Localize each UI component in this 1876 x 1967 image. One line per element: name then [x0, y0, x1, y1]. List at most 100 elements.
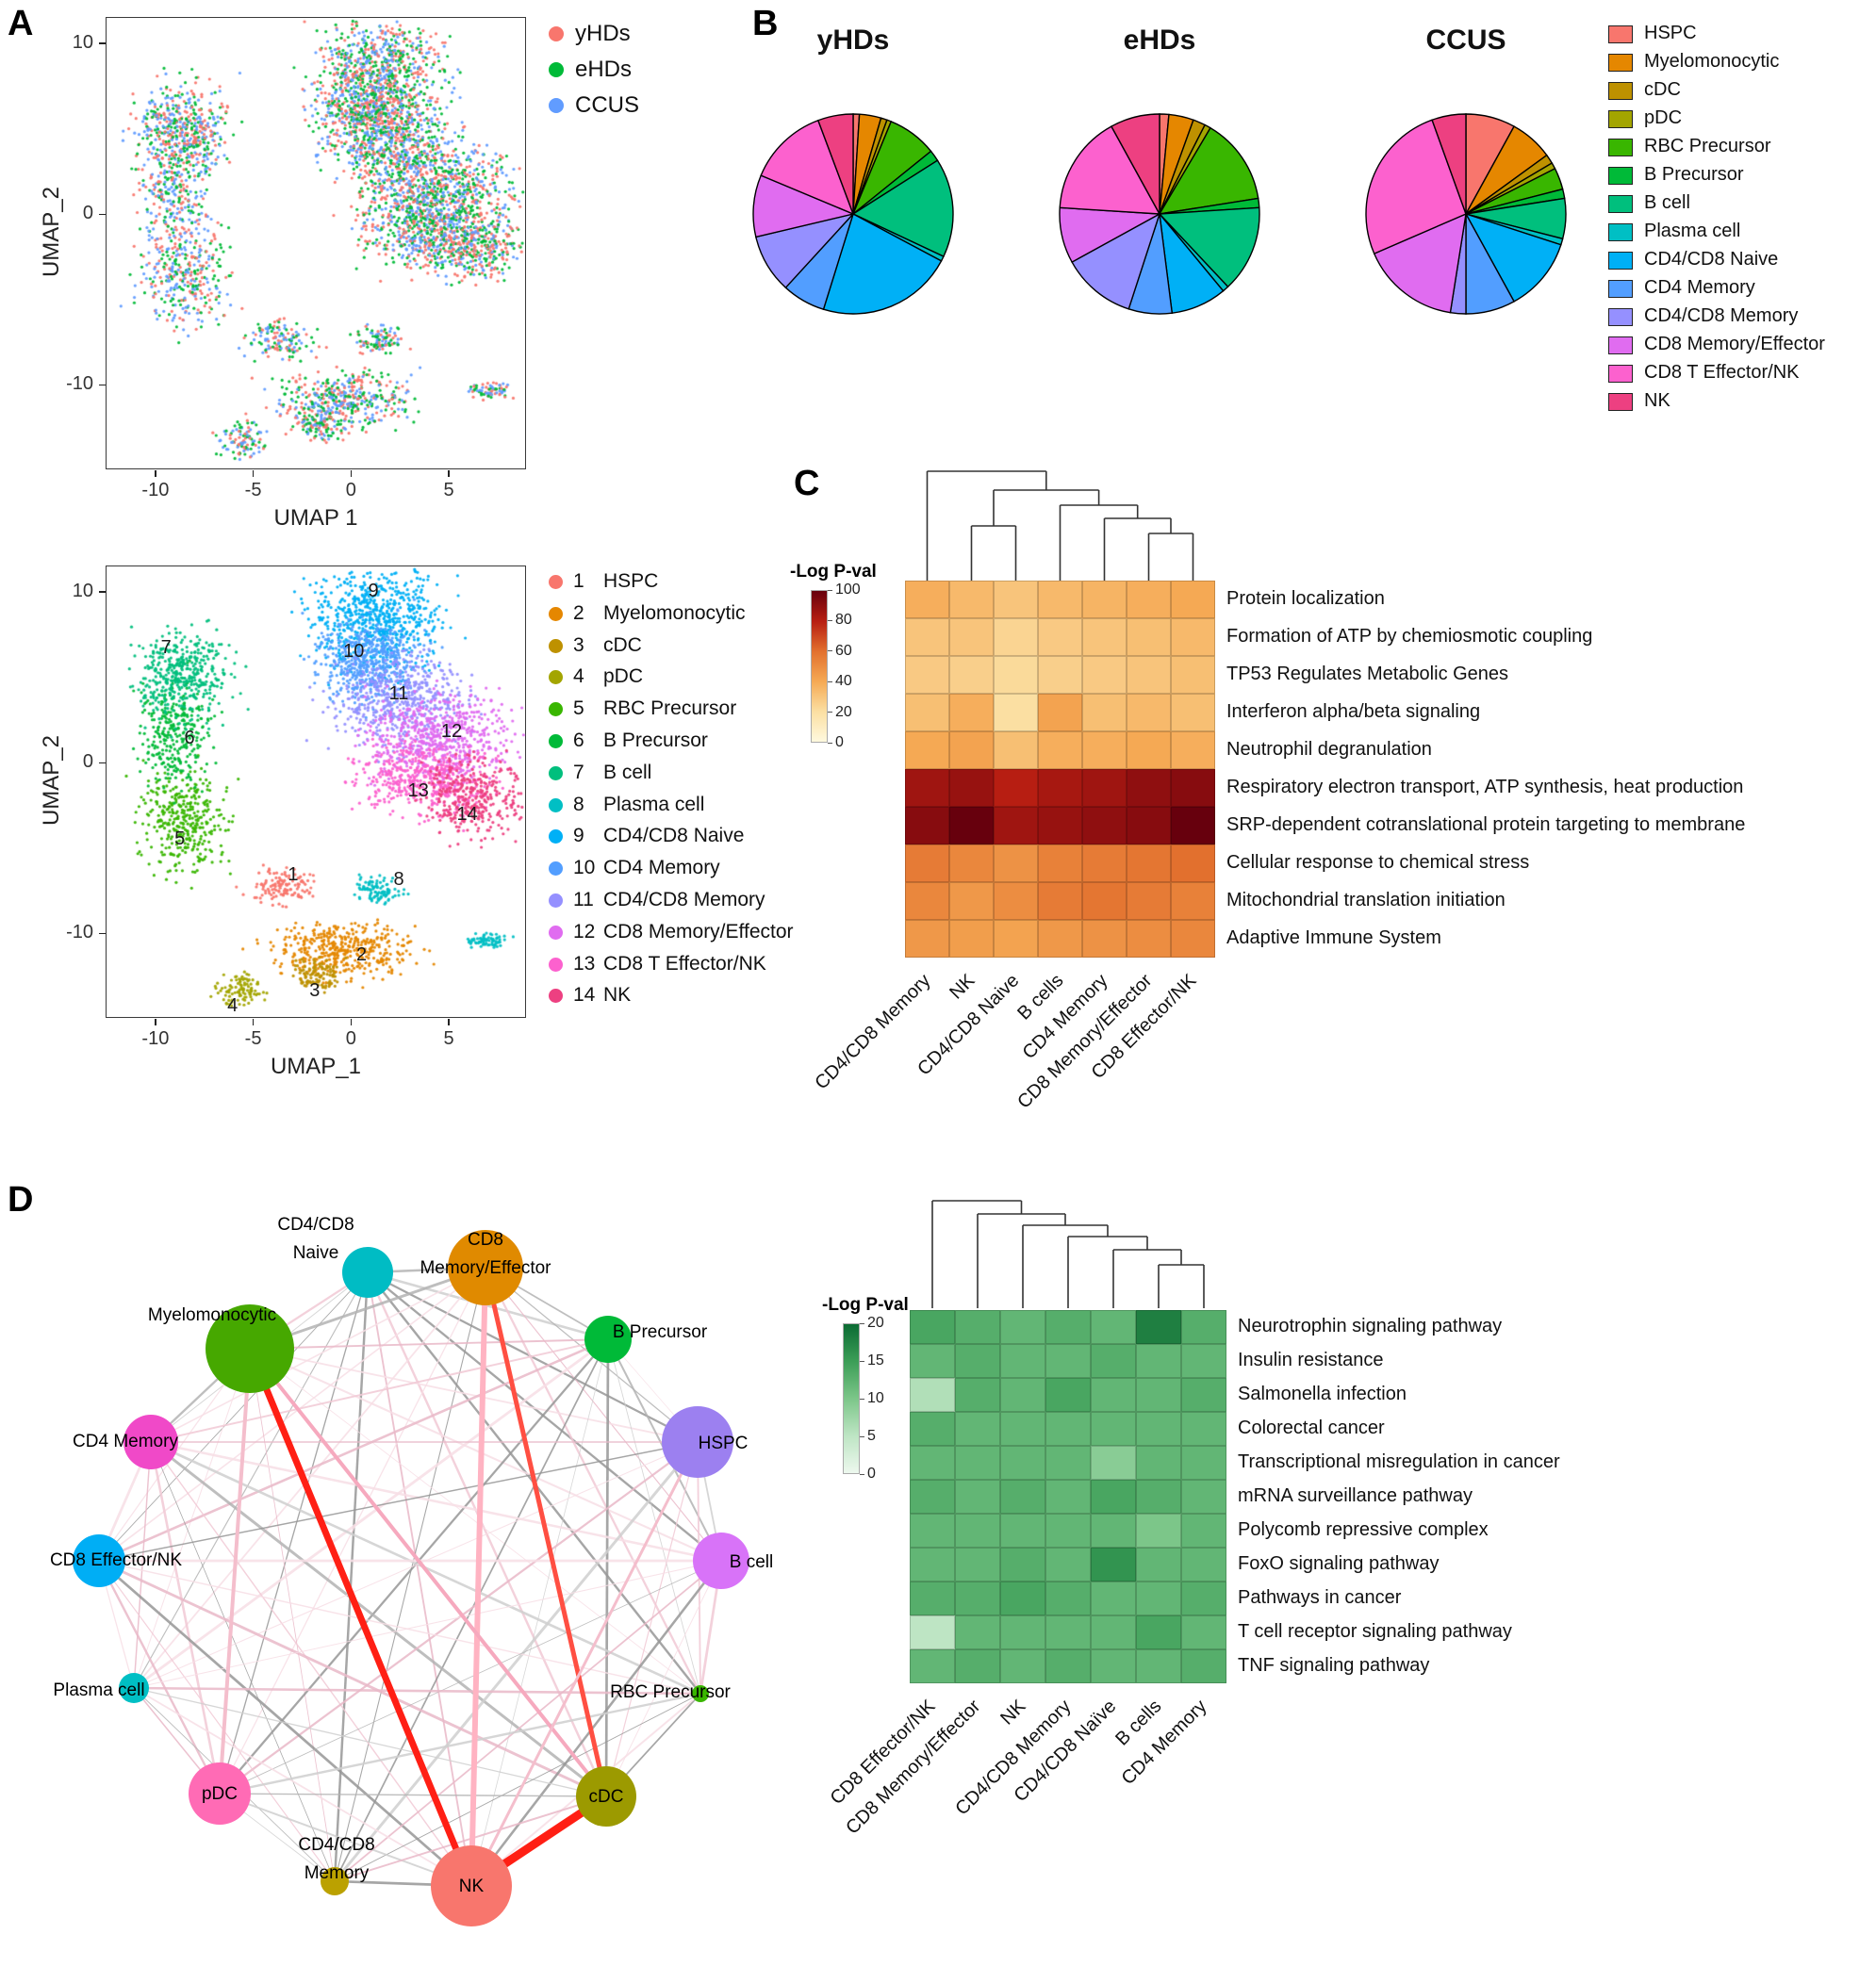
legend-cluster-dot-8	[549, 797, 563, 812]
heatmap-cell	[1181, 1649, 1226, 1683]
legend-cluster-num: 9	[573, 825, 584, 847]
network-edge	[133, 1687, 472, 1887]
network-node-label-CD4/CD8 Naive: CD4/CD8Naive	[174, 1211, 457, 1268]
scale-tick-mark	[860, 1398, 864, 1400]
network-node-label-CD4/CD8 Memory: CD4/CD8Memory	[195, 1831, 478, 1888]
heatmap-cell	[1127, 844, 1171, 882]
network-edge	[470, 1338, 609, 1887]
heatmap-cell	[1127, 731, 1171, 769]
network-edge	[334, 1267, 486, 1882]
network-edge	[98, 1271, 369, 1562]
heatmap-cell	[1045, 1548, 1091, 1582]
legend-cluster-dot-5	[549, 702, 563, 717]
heatmap-cell	[905, 731, 949, 769]
heatmap-cell	[994, 844, 1038, 882]
heatmap-c-dendrogram	[926, 470, 1194, 581]
heatmap-cell	[955, 1514, 1000, 1548]
panel-d-label: D	[8, 1180, 34, 1220]
network-node-CD8 Memory/Effector	[448, 1230, 523, 1305]
heatmap-cell	[1000, 1548, 1045, 1582]
network-edge	[249, 1348, 336, 1882]
network-edge	[484, 1267, 702, 1695]
legend-cluster-label: B Precursor	[603, 729, 708, 751]
pie-slice-CD4/CD8 Naive	[822, 212, 943, 315]
legend-celltype-swatch-B cell	[1608, 195, 1633, 213]
x-tick-mark	[155, 1019, 156, 1025]
pie-slice-NK	[1110, 113, 1160, 215]
x-tick-mark	[252, 1019, 255, 1025]
network-edge	[98, 1560, 701, 1695]
heatmap-cell	[1127, 882, 1171, 920]
scale-tick-mark	[828, 619, 832, 621]
network-node-label-B Precursor: B Precursor	[518, 1319, 801, 1347]
heatmap-cell	[1181, 1548, 1226, 1582]
heatmap-cell	[1136, 1344, 1181, 1378]
heatmap-cell	[905, 694, 949, 731]
legend-celltype-swatch-pDC	[1608, 110, 1633, 128]
legend-cluster-dot-4	[549, 670, 563, 685]
network-edge	[133, 1271, 369, 1689]
heatmap-cell	[1181, 1514, 1226, 1548]
heatmap-row-label: Polycomb repressive complex	[1238, 1519, 1489, 1540]
network-edge	[150, 1440, 607, 1798]
heatmap-cell	[1045, 1344, 1091, 1378]
heatmap-row-label: Mitochondrial translation initiation	[1226, 890, 1506, 910]
scale-tick-mark	[860, 1435, 864, 1437]
heatmap-cell	[1171, 656, 1215, 694]
network-edge	[334, 1338, 609, 1882]
legend-cluster-label: CD4/CD8 Naive	[603, 825, 745, 847]
scale-tick-label: 20	[835, 703, 852, 720]
heatmap-cell	[1000, 1446, 1045, 1480]
heatmap-cell	[1136, 1412, 1181, 1446]
x-tick-label: -10	[141, 480, 170, 500]
cluster-number-11: 11	[388, 682, 409, 704]
heatmap-cell	[905, 769, 949, 807]
heatmap-cell	[1091, 1514, 1136, 1548]
heatmap-cell	[1038, 844, 1082, 882]
network-label-line: RBC Precursor	[610, 1682, 731, 1702]
heatmap-cell	[1091, 1378, 1136, 1412]
legend-celltype-swatch-NK	[1608, 393, 1633, 411]
heatmap-cell	[1171, 618, 1215, 656]
network-edge	[133, 1560, 722, 1689]
network-edge	[249, 1348, 701, 1695]
heatmap-cell	[955, 1480, 1000, 1514]
network-edge	[98, 1337, 609, 1563]
pie-slice-CD8 T Effector/NK	[1365, 119, 1467, 255]
network-node-cDC	[576, 1766, 636, 1827]
cluster-number-5: 5	[174, 828, 186, 849]
cluster-number-2: 2	[356, 943, 368, 965]
legend-celltype-swatch-RBC Precursor	[1608, 139, 1633, 156]
legend-cluster-label: Myelomonocytic	[603, 601, 746, 624]
heatmap-cell	[994, 694, 1038, 731]
cluster-number-10: 10	[343, 640, 365, 662]
heatmap-cell	[1045, 1378, 1091, 1412]
network-edge	[150, 1441, 336, 1882]
y-tick-mark	[98, 213, 106, 216]
heatmap-cell	[1045, 1412, 1091, 1446]
heatmap-cell	[1045, 1480, 1091, 1514]
x-tick-label: 5	[443, 1028, 454, 1049]
legend-sample-dot-eHDs	[549, 62, 564, 77]
heatmap-cell	[905, 920, 949, 958]
legend-cluster-label: RBC Precursor	[603, 697, 737, 720]
network-node-label-cDC: cDC	[465, 1783, 748, 1811]
scale-tick-mark	[828, 650, 832, 652]
legend-cluster-label: NK	[603, 984, 632, 1007]
network-label-line: B cell	[729, 1552, 774, 1572]
heatmap-cell	[1136, 1514, 1181, 1548]
heatmap-c-scale-title: -Log P-val	[790, 562, 877, 582]
legend-celltype-label: B cell	[1644, 192, 1690, 213]
network-label-line: Memory	[304, 1863, 370, 1883]
heatmap-cell	[910, 1514, 955, 1548]
legend-cluster-label: CD8 Memory/Effector	[603, 920, 794, 943]
network-node-label-B cell: B cell	[610, 1549, 893, 1577]
heatmap-row-label: Insulin resistance	[1238, 1350, 1384, 1370]
heatmap-cell	[1091, 1480, 1136, 1514]
heatmap-d-scale-title: -Log P-val	[822, 1295, 909, 1315]
heatmap-cell	[905, 618, 949, 656]
scale-tick-label: 0	[835, 734, 844, 750]
heatmap-cell	[1181, 1615, 1226, 1649]
heatmap-row-label: Pathways in cancer	[1238, 1587, 1402, 1608]
